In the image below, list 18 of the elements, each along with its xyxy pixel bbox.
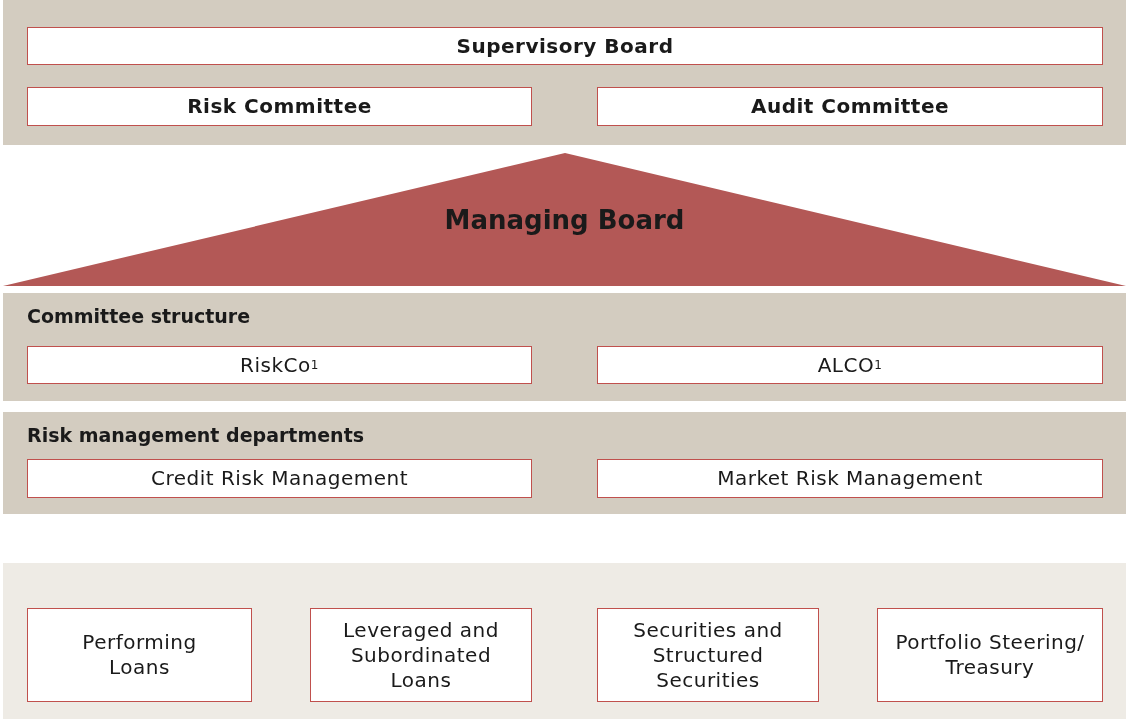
section-heading: Risk management departments: [27, 424, 365, 446]
section-heading: Committee structure: [27, 305, 251, 327]
unit-box: Risk Committee: [27, 87, 532, 126]
board-title: Managing Board: [443, 205, 686, 235]
unit-box: Securities and Structured Securities: [597, 608, 819, 702]
unit-box: RiskCo$^{1}$: [27, 346, 532, 384]
unit-box: Audit Committee: [597, 87, 1103, 126]
unit-box: Performing Loans: [27, 608, 252, 702]
unit-box: Leveraged and Subordinated Loans: [310, 608, 532, 702]
section-panel: [3, 293, 1126, 401]
unit-box: Credit Risk Management: [27, 459, 532, 498]
unit-box: ALCO$^{1}$: [597, 346, 1103, 384]
unit-box: Market Risk Management: [597, 459, 1103, 498]
unit-box: Supervisory Board: [27, 27, 1103, 65]
section-panel: [3, 412, 1126, 514]
section-panel: [3, 0, 1126, 145]
section-panel: [3, 563, 1126, 719]
unit-box: Portfolio Steering/ Treasury: [877, 608, 1103, 702]
